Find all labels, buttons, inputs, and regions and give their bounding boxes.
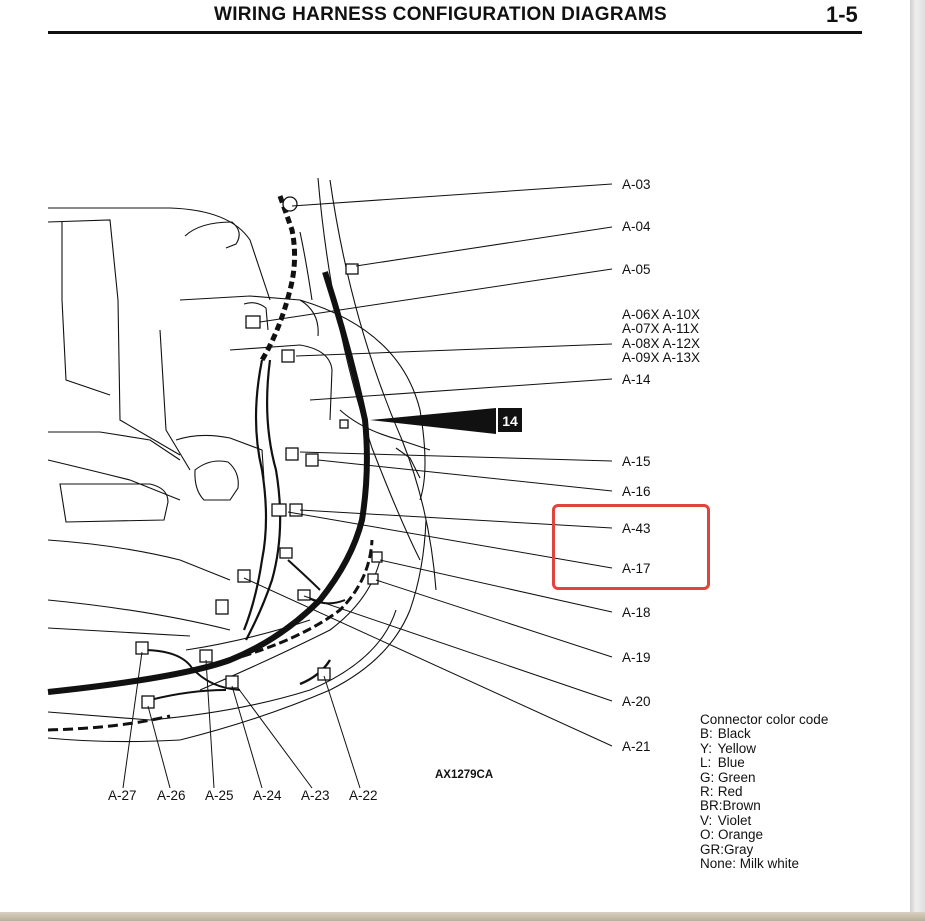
label-a-06x-a-10x: A-06X A-10X — [622, 307, 700, 322]
callout-number: 14 — [502, 413, 518, 429]
color-code-key: B: — [700, 726, 713, 742]
color-code-key: BR: — [700, 798, 723, 814]
page-number: 1-5 — [826, 2, 858, 27]
figure-code: AX1279CA — [435, 769, 493, 781]
color-code-value: Green — [718, 769, 756, 785]
label-a-15: A-15 — [622, 454, 651, 469]
label-a-08x-a-12x: A-08X A-12X — [622, 336, 700, 351]
color-code-value: Gray — [724, 841, 754, 857]
color-code-value: Violet — [717, 812, 752, 828]
color-code-value: Black — [717, 726, 751, 742]
color-code-key: None: — [700, 856, 737, 872]
color-code-row: R: Red — [700, 784, 828, 800]
color-code-value: Red — [717, 784, 743, 800]
color-code-title: Connector color code — [700, 712, 829, 727]
color-code-row: GR:Gray — [700, 841, 828, 857]
color-code-value: Brown — [722, 798, 761, 814]
label-a-20: A-20 — [622, 694, 651, 709]
connector-color-code: Connector color code B: Black Y: Yellow … — [700, 712, 829, 872]
label-a-03: A-03 — [622, 177, 651, 192]
label-a-25: A-25 — [205, 788, 234, 803]
color-code-value: Yellow — [717, 740, 757, 756]
label-a-18: A-18 — [622, 605, 651, 620]
manual-page: WIRING HARNESS CONFIGURATION DIAGRAMS 1-… — [0, 0, 910, 912]
color-code-value: Orange — [718, 827, 764, 843]
color-code-row: L: Blue — [700, 755, 828, 771]
callout-wedge — [370, 408, 496, 434]
page-edge-bottom — [0, 912, 925, 921]
color-code-row: BR:Brown — [700, 798, 828, 814]
label-a-21: A-21 — [622, 739, 651, 754]
label-a-27: A-27 — [108, 788, 137, 803]
color-code-row: None: Milk white — [700, 856, 828, 872]
label-a-23: A-23 — [301, 788, 330, 803]
color-code-row: B: Black — [700, 726, 828, 742]
connectors — [135, 196, 383, 709]
wiring-harness-diagram: 14 A-03 A-04 A-05 — [47, 177, 700, 803]
color-code-row: O: Orange — [700, 827, 828, 843]
label-a-24: A-24 — [253, 788, 282, 803]
label-a-09x-a-13x: A-09X A-13X — [622, 350, 700, 365]
label-a-04: A-04 — [622, 219, 651, 234]
label-a-07x-a-11x: A-07X A-11X — [622, 321, 699, 336]
color-code-value: Milk white — [739, 856, 800, 872]
right-labels: A-03 A-04 A-05 A-06X A-10X A-07X A-11X A… — [622, 177, 700, 754]
header-rule — [48, 31, 862, 34]
page-edge-right — [910, 0, 925, 921]
callout-badge — [498, 408, 522, 432]
label-a-17: A-17 — [622, 561, 651, 576]
page-title: WIRING HARNESS CONFIGURATION DIAGRAMS — [214, 4, 668, 25]
color-code-key: GR: — [700, 841, 725, 857]
color-code-key: R: — [700, 784, 714, 800]
color-code-key: V: — [700, 812, 713, 828]
highlight-box — [552, 504, 710, 590]
color-code-value: Blue — [717, 755, 745, 771]
harness-wires — [47, 195, 374, 732]
label-a-05: A-05 — [622, 262, 651, 277]
label-a-19: A-19 — [622, 650, 651, 665]
color-code-key: G: — [700, 769, 715, 785]
bottom-labels: A-27 A-26 A-25 A-24 A-23 A-22 — [108, 788, 378, 803]
color-code-row: V: Violet — [700, 812, 828, 828]
label-a-22: A-22 — [349, 788, 378, 803]
label-a-26: A-26 — [157, 788, 186, 803]
color-code-key: L: — [700, 755, 712, 771]
label-a-43: A-43 — [622, 521, 651, 536]
color-code-row: G: Green — [700, 769, 828, 785]
label-a-16: A-16 — [622, 484, 651, 499]
leader-lines — [122, 183, 613, 789]
color-code-key: O: — [700, 827, 715, 843]
label-a-14: A-14 — [622, 372, 651, 387]
color-code-key: Y: — [700, 740, 713, 756]
color-code-row: Y: Yellow — [700, 740, 828, 756]
